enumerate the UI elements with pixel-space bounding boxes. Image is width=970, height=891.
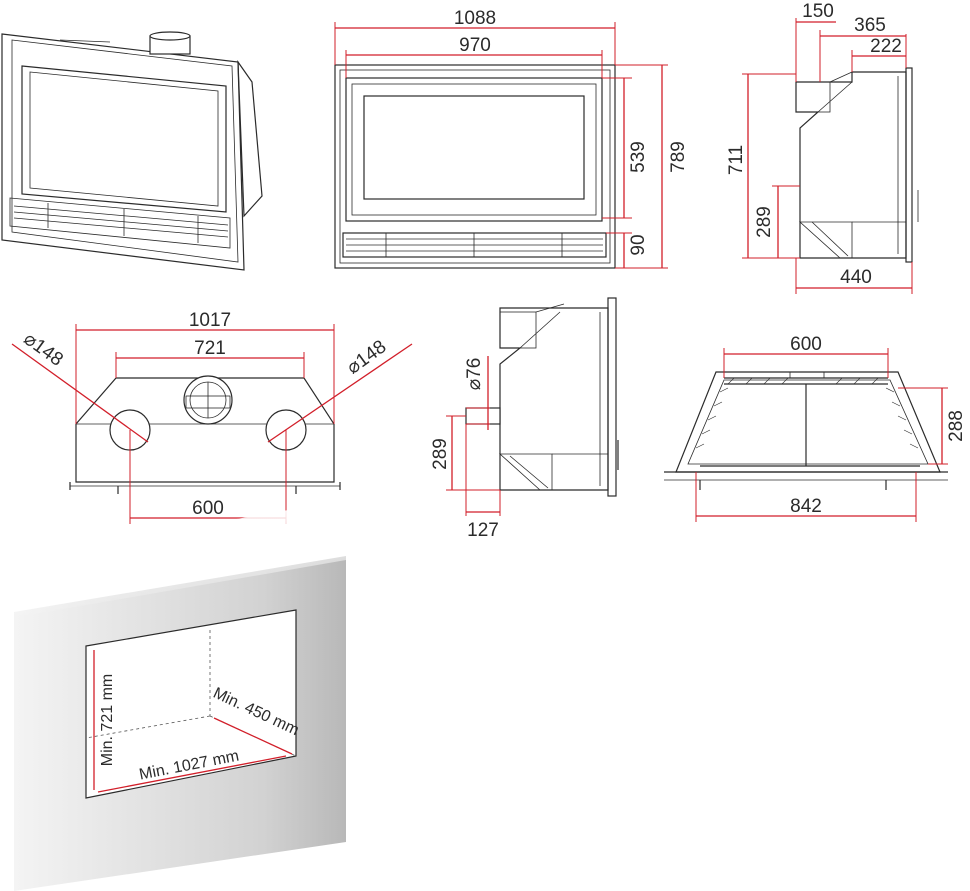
side-view (795, 67, 919, 263)
top-right-diameter-label: ⌀148 (343, 336, 390, 378)
side-top-c-label: 222 (870, 36, 902, 57)
plan-dimensions (695, 348, 948, 522)
front-view (334, 64, 616, 269)
plan-front-width-label: 600 (790, 334, 822, 355)
front-glass-width-label: 970 (459, 35, 491, 56)
side-outlet-height-label: 289 (754, 206, 775, 238)
front-grille-height-label: 90 (628, 234, 649, 255)
perspective-view (1, 31, 263, 271)
top-top-width-label: 721 (194, 338, 226, 359)
side-top-a-label: 150 (802, 1, 834, 22)
top-left-diameter-label: ⌀148 (20, 328, 67, 370)
side-intake-dimensions (446, 356, 501, 516)
plan-hatching (695, 377, 919, 449)
side-intake-height-label: 289 (430, 438, 451, 470)
niche-min-height-label: Min. 721 mm (99, 674, 116, 766)
front-overall-height-label: 789 (668, 141, 689, 173)
top-outlet-spacing-label: 600 (192, 498, 224, 519)
front-overall-width-label: 1088 (454, 8, 496, 29)
side-top-b-label: 365 (854, 15, 886, 36)
side-dimensions (742, 18, 913, 294)
side-intake-diameter-label: ⌀76 (464, 358, 485, 391)
side-intake-depth-label: 127 (467, 520, 499, 541)
side-height-label: 711 (726, 145, 747, 175)
top-overall-width-label: 1017 (189, 310, 231, 331)
plan-back-width-label: 842 (790, 496, 822, 517)
plan-view (664, 371, 948, 490)
wall-niche-illustration (0, 500, 346, 891)
front-dimensions (334, 22, 668, 269)
top-dimensions (11, 324, 413, 524)
front-glass-height-label: 539 (628, 141, 649, 173)
side-intake-view (465, 297, 619, 497)
side-depth-label: 440 (840, 267, 872, 288)
plan-depth-label: 288 (946, 410, 967, 442)
top-view (69, 375, 341, 494)
